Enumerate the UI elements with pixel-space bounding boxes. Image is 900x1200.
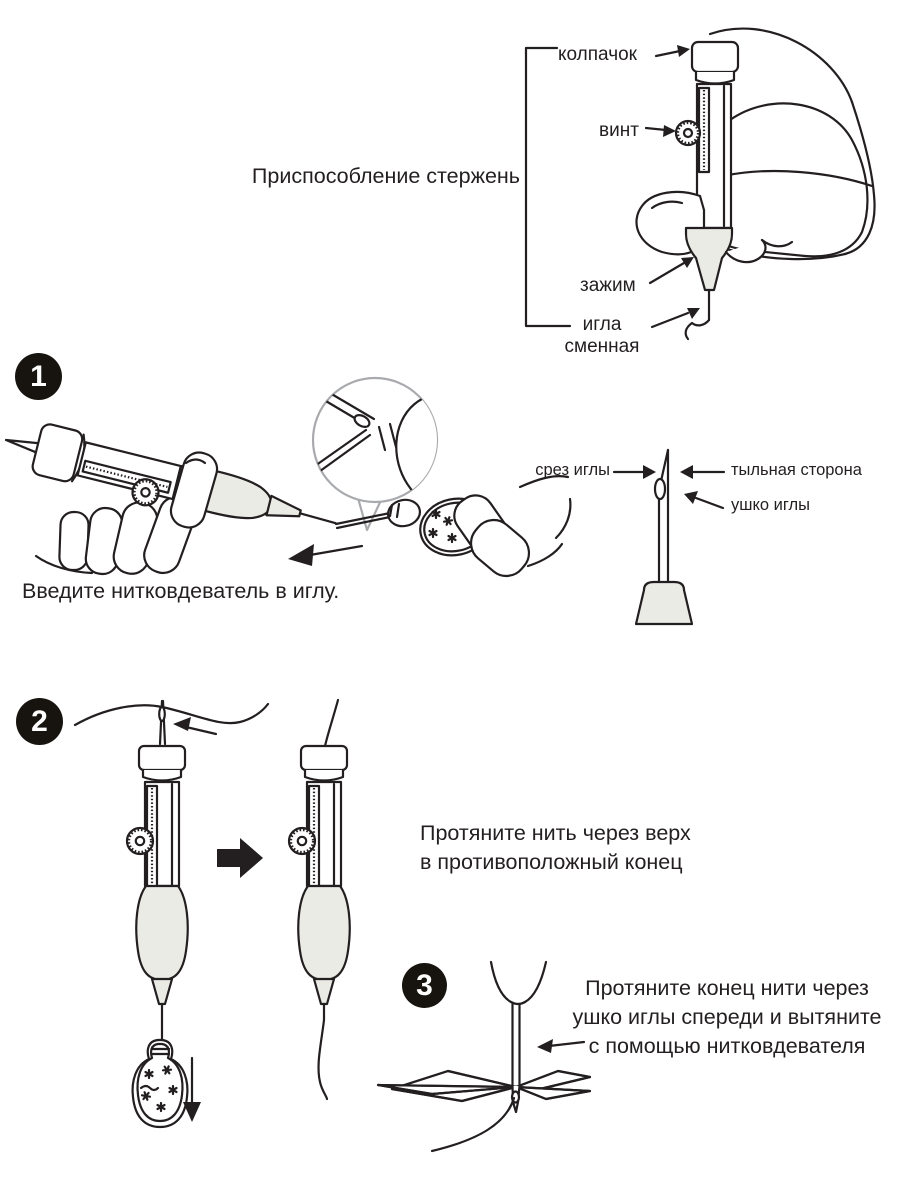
magnifier-inset xyxy=(311,376,439,532)
cap-label: колпачок xyxy=(558,44,637,65)
top-thumb-illustration xyxy=(635,190,706,256)
step3-badge: 3 xyxy=(402,963,447,1008)
top-label-arrows xyxy=(644,45,700,329)
step1-tool-illustration xyxy=(4,423,337,525)
step2-tool-left xyxy=(125,744,189,1042)
replaceable-needle-label: игла сменная xyxy=(564,314,640,358)
top-bracket xyxy=(524,46,572,328)
step3-fabric-illustration xyxy=(376,1069,592,1103)
step1-threader-illustration xyxy=(334,497,491,557)
step2-arrow-right-icon xyxy=(217,838,263,878)
step1-hand-fingers xyxy=(34,495,197,576)
needle-back-label: тыльная сторона xyxy=(731,461,862,479)
step3-caption: Протяните конец нити через ушко иглы спе… xyxy=(572,976,882,1058)
step1-arrow-left-icon xyxy=(288,544,364,566)
step2-tool-right xyxy=(287,698,351,1101)
step1-holding-fingers xyxy=(453,475,572,578)
top-hand-illustration xyxy=(674,27,876,261)
needle-eye-label: ушко иглы xyxy=(731,496,811,514)
step2-badge: 2 xyxy=(16,698,63,745)
step2-thread-over-top xyxy=(73,699,270,746)
top-clamp-needle xyxy=(684,226,794,341)
needle-detail-arrows xyxy=(612,465,726,510)
needle-detail-illustration xyxy=(634,448,694,626)
needle-bevel-label: срез иглы xyxy=(535,461,610,479)
clamp-label: зажим xyxy=(580,275,636,296)
step1-badge: 1 xyxy=(15,353,62,400)
step1-caption: Введите нитковдеватель в иглу. xyxy=(22,579,340,603)
top-tool-illustration xyxy=(674,40,740,230)
step2-threader-hanging xyxy=(131,1038,189,1129)
step2-arrow-down-icon xyxy=(183,1056,201,1122)
step1-thumb xyxy=(169,451,219,529)
screw-label: винт xyxy=(599,120,639,141)
device-rod-label: Приспособление стержень xyxy=(251,164,520,188)
step3-needle-illustration xyxy=(430,960,548,1153)
step2-caption: Протяните нить через верх в противополож… xyxy=(420,821,691,874)
